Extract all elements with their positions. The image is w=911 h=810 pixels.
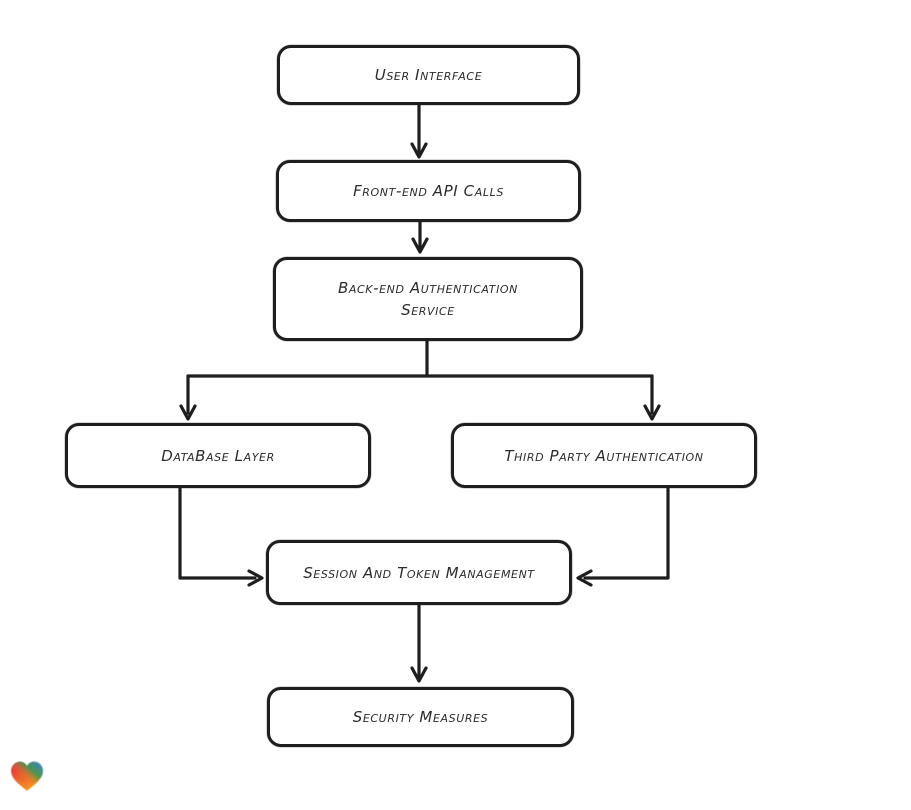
heart-logo-icon xyxy=(11,761,43,791)
arrow-session-token-mgmt-to-security-measures xyxy=(410,603,428,683)
arrow-back-end-auth-service-to-database-layer xyxy=(179,339,654,421)
arrow-back-end-auth-service-to-third-party-auth xyxy=(643,374,661,421)
node-database-layer[interactable]: DataBase Layer xyxy=(65,423,371,488)
node-security-measures-label: Security Measures xyxy=(352,708,489,726)
node-front-end-api-calls-label: Front-end API Calls xyxy=(353,182,504,200)
node-user-interface[interactable]: User Interface xyxy=(277,45,580,105)
node-session-token-mgmt-label: Session And Token Management xyxy=(303,563,535,582)
node-third-party-auth[interactable]: Third Party Authentication xyxy=(451,423,757,488)
arrow-database-layer-to-session-token-mgmt xyxy=(178,486,264,587)
node-security-measures[interactable]: Security Measures xyxy=(267,687,574,747)
whimsical-logo[interactable] xyxy=(10,760,44,793)
node-third-party-auth-label: Third Party Authentication xyxy=(504,446,704,465)
node-back-end-auth-service[interactable]: Back-end Authentication Service xyxy=(273,257,583,341)
node-database-layer-label: DataBase Layer xyxy=(161,446,275,465)
node-session-token-mgmt[interactable]: Session And Token Management xyxy=(266,540,572,605)
arrow-third-party-auth-to-session-token-mgmt xyxy=(576,486,670,587)
node-user-interface-label: User Interface xyxy=(374,66,483,84)
arrow-user-interface-to-front-end-api-calls xyxy=(410,103,428,159)
node-back-end-auth-service-label: Back-end Authentication Service xyxy=(337,279,519,319)
arrow-front-end-api-calls-to-back-end-auth-service xyxy=(411,220,429,254)
node-front-end-api-calls[interactable]: Front-end API Calls xyxy=(276,160,581,222)
